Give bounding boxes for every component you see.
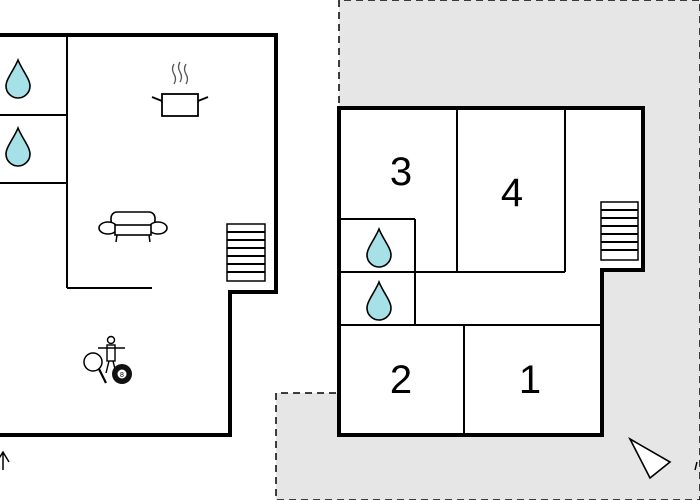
table-tennis-billiards-icon: 8 xyxy=(83,335,132,384)
water-drop-icon xyxy=(5,127,31,167)
room-label-3: 3 xyxy=(390,150,412,194)
left-outer-wall xyxy=(0,33,278,437)
bathroom-left-top xyxy=(5,59,31,99)
compass-arrow-icon xyxy=(628,436,672,480)
right-floor: 3 4 2 1 xyxy=(337,106,645,437)
room-label-1: 1 xyxy=(519,358,541,402)
room-label-2: 2 xyxy=(390,358,412,402)
arrow-icon xyxy=(0,450,10,470)
room-label-4: 4 xyxy=(501,171,523,215)
cooking-pot-icon xyxy=(151,61,209,117)
staircase-icon xyxy=(600,201,639,261)
arrow-icon xyxy=(694,461,698,471)
water-drop-icon xyxy=(5,59,31,99)
left-floor: 8 xyxy=(0,33,278,470)
sofa-icon xyxy=(98,211,168,243)
staircase-icon xyxy=(226,223,266,282)
eight-ball-label: 8 xyxy=(120,372,124,379)
bathroom-left-bottom xyxy=(5,127,31,167)
